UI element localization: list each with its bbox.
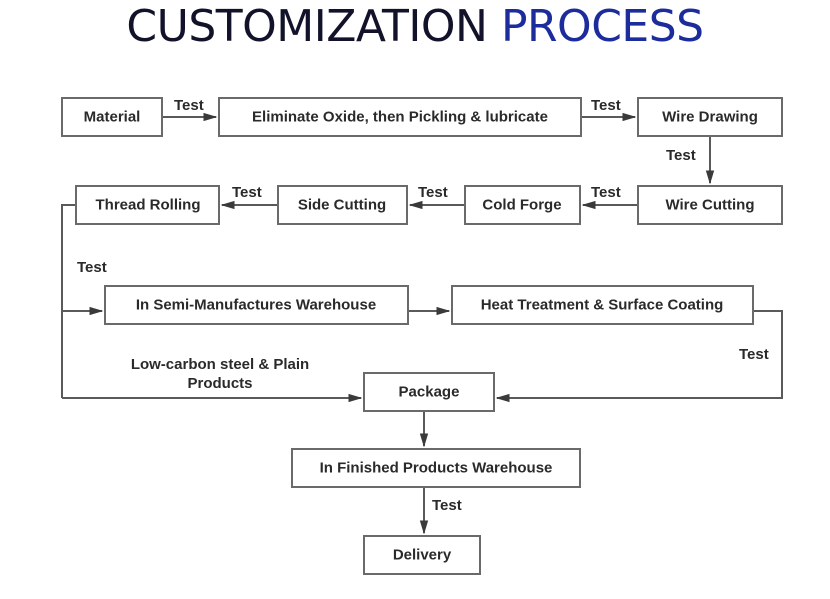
node-eliminate-oxide: Eliminate Oxide, then Pickling & lubrica… xyxy=(218,97,582,137)
edge-heat-package xyxy=(495,310,783,403)
bypass-label-line1: Low-carbon steel & Plain xyxy=(131,356,309,373)
node-label: Cold Forge xyxy=(482,197,561,214)
node-wire-cutting: Wire Cutting xyxy=(637,185,783,225)
node-label: Eliminate Oxide, then Pickling & lubrica… xyxy=(252,109,548,126)
node-label: In Semi-Manufactures Warehouse xyxy=(136,297,376,314)
node-label: Side Cutting xyxy=(298,197,386,214)
test-label: Test xyxy=(666,147,696,164)
test-label: Test xyxy=(418,184,448,201)
test-label: Test xyxy=(232,184,262,201)
test-label: Test xyxy=(591,97,621,114)
test-label: Test xyxy=(77,259,107,276)
title-part-process: PROCESS xyxy=(500,1,704,52)
node-semi-manufactures-warehouse: In Semi-Manufactures Warehouse xyxy=(104,285,409,325)
page-title: CUSTOMIZATION PROCESS xyxy=(0,0,830,54)
test-label: Test xyxy=(739,346,769,363)
bypass-label-line2: Products xyxy=(187,375,252,392)
node-label: Wire Drawing xyxy=(662,109,758,126)
edges xyxy=(61,112,783,535)
node-delivery: Delivery xyxy=(363,535,481,575)
node-label: Heat Treatment & Surface Coating xyxy=(481,297,724,314)
title-part-customization: CUSTOMIZATION xyxy=(126,1,488,52)
node-thread-rolling: Thread Rolling xyxy=(75,185,220,225)
node-cold-forge: Cold Forge xyxy=(464,185,581,225)
node-side-cutting: Side Cutting xyxy=(277,185,408,225)
test-label: Test xyxy=(174,97,204,114)
node-label: Material xyxy=(84,109,141,126)
node-label: Package xyxy=(399,384,460,401)
node-label: Wire Cutting xyxy=(665,197,754,214)
test-label: Test xyxy=(591,184,621,201)
node-material: Material xyxy=(61,97,163,137)
node-label: Delivery xyxy=(393,547,452,564)
node-label: In Finished Products Warehouse xyxy=(320,460,553,477)
node-label: Thread Rolling xyxy=(96,197,201,214)
node-package: Package xyxy=(363,372,495,412)
test-label: Test xyxy=(432,497,462,514)
edge-thread-left-trunk xyxy=(61,204,76,398)
node-wire-drawing: Wire Drawing xyxy=(637,97,783,137)
node-finished-products-warehouse: In Finished Products Warehouse xyxy=(291,448,581,488)
node-heat-treatment: Heat Treatment & Surface Coating xyxy=(451,285,754,325)
edge-labels: Test Test Test Test Test Test Test Test … xyxy=(77,97,769,514)
